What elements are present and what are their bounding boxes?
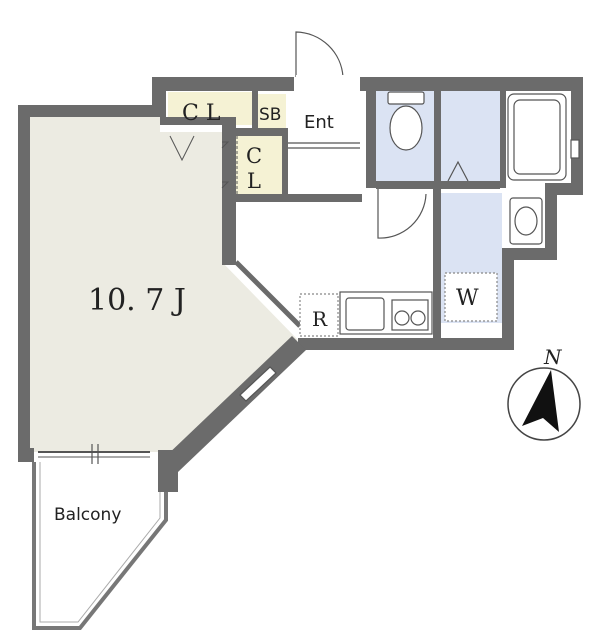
closet-2-label-top: C <box>246 144 262 168</box>
closet-2-label-bottom: L <box>247 169 261 193</box>
toilet-tank <box>387 91 425 105</box>
washer-label: W <box>456 286 479 311</box>
closet-2-floor <box>236 136 282 194</box>
balcony-label: Balcony <box>54 505 121 525</box>
walls <box>18 77 583 492</box>
toilet-bowl <box>389 105 423 151</box>
doors <box>295 31 469 239</box>
shoe-box-label: SB <box>259 105 281 125</box>
sink <box>345 297 385 331</box>
main-room-label: 10. 7 J <box>88 283 186 318</box>
balcony-outline <box>32 462 168 630</box>
refrigerator-space <box>299 293 339 337</box>
shoe-box-floor <box>258 94 286 128</box>
fixtures <box>38 91 580 464</box>
entrance-label: Ent <box>304 112 334 133</box>
stove-burner-1 <box>394 310 410 326</box>
balcony-inner <box>39 462 161 623</box>
refrigerator-label: R <box>312 307 328 331</box>
compass: N <box>507 345 581 441</box>
main-room-floor <box>30 117 298 452</box>
stove-burner-2 <box>410 310 426 326</box>
closet-door-marks <box>169 135 238 194</box>
compass-circle <box>507 367 581 441</box>
washer-space <box>444 272 498 322</box>
kitchen-diagonal <box>234 260 302 328</box>
closet-1-label: C L <box>182 101 221 126</box>
compass-arrow <box>522 370 559 432</box>
compass-north-label: N <box>543 345 563 369</box>
bathroom-floor <box>441 91 500 183</box>
